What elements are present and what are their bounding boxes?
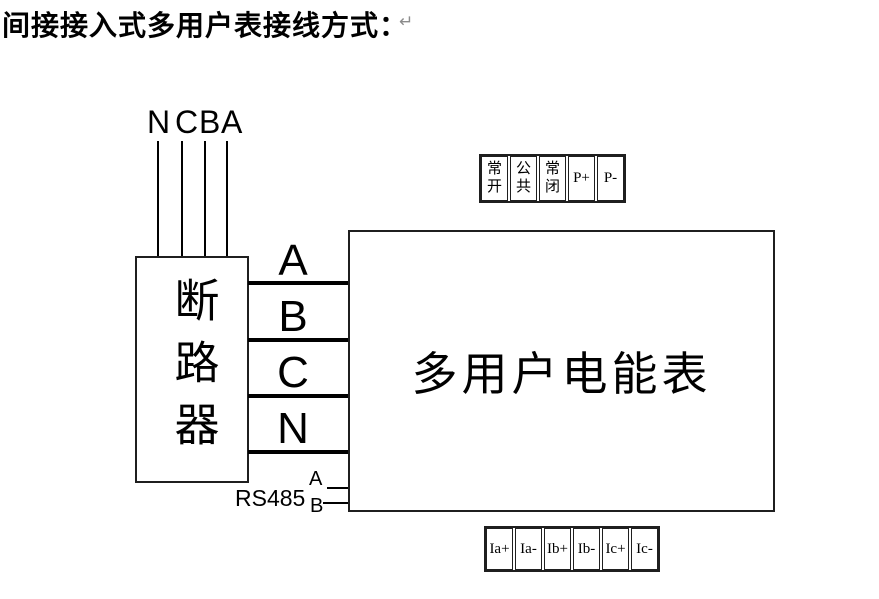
terminal-cell-ib-minus: Ib-: [573, 528, 600, 570]
terminal-cell-label: Ia-: [520, 540, 537, 557]
meter-label: 多用户电能表: [411, 349, 712, 400]
terminal-cell-label: P+: [573, 169, 590, 186]
terminal-cell-gonggong: 公共: [510, 156, 537, 201]
terminal-cell-ib-plus: Ib+: [544, 528, 571, 570]
incoming-label-c: C: [175, 104, 199, 140]
terminal-cell-ia-plus: Ia+: [486, 528, 513, 570]
terminal-cell-label: P-: [603, 169, 618, 186]
breaker-label: 断路器: [167, 276, 218, 463]
incoming-wire-b: [204, 141, 206, 257]
bus-label-n: N: [277, 404, 309, 453]
terminal-cell-ic-plus: Ic+: [602, 528, 629, 570]
terminal-cell-label: 常闭: [544, 161, 560, 195]
bus-line-b: [248, 338, 348, 342]
terminal-cell-label: Ic-: [636, 540, 653, 557]
terminal-cell-label: Ic+: [605, 540, 626, 557]
incoming-wire-c: [181, 141, 183, 257]
terminal-cell-ic-minus: Ic-: [631, 528, 658, 570]
breaker-box: 断路器: [135, 256, 249, 483]
terminal-cell-p-minus: P-: [597, 156, 624, 201]
terminal-cell-ia-minus: Ia-: [515, 528, 542, 570]
incoming-wire-n: [157, 141, 159, 257]
rs485-b-label: B: [310, 495, 324, 517]
incoming-label-b: B: [199, 104, 221, 140]
bus-label-a: A: [278, 236, 308, 285]
rs485-b-wire: [323, 502, 348, 504]
incoming-label-a: A: [221, 104, 243, 140]
meter-box: 多用户电能表: [348, 230, 775, 512]
terminal-cell-label: Ib-: [577, 540, 596, 557]
terminal-cell-changkai: 常开: [481, 156, 508, 201]
incoming-label-n: N: [147, 104, 171, 140]
page-title: 间接接入式多用户表接线方式：: [2, 10, 409, 41]
terminal-cell-p-plus: P+: [568, 156, 595, 201]
terminal-cell-changbi: 常闭: [539, 156, 566, 201]
bus-label-c: C: [277, 348, 309, 397]
terminal-cell-label: 公共: [515, 161, 531, 195]
terminal-strip-bottom: Ia+ Ia- Ib+ Ib- Ic+ Ic-: [484, 526, 660, 572]
bus-line-n: [248, 450, 348, 454]
terminal-strip-top: 常开 公共 常闭 P+ P-: [479, 154, 626, 203]
paragraph-mark-icon: ↵: [399, 12, 414, 31]
rs485-a-label: A: [309, 468, 323, 490]
bus-line-a: [248, 281, 348, 285]
terminal-cell-label: Ia+: [489, 540, 510, 557]
rs485-a-wire: [327, 487, 348, 489]
terminal-cell-label: 常开: [486, 161, 502, 195]
bus-line-c: [248, 394, 348, 398]
bus-label-b: B: [278, 292, 308, 341]
incoming-wire-a: [226, 141, 228, 257]
rs485-label: RS485: [235, 485, 306, 511]
terminal-cell-label: Ib+: [547, 540, 568, 557]
